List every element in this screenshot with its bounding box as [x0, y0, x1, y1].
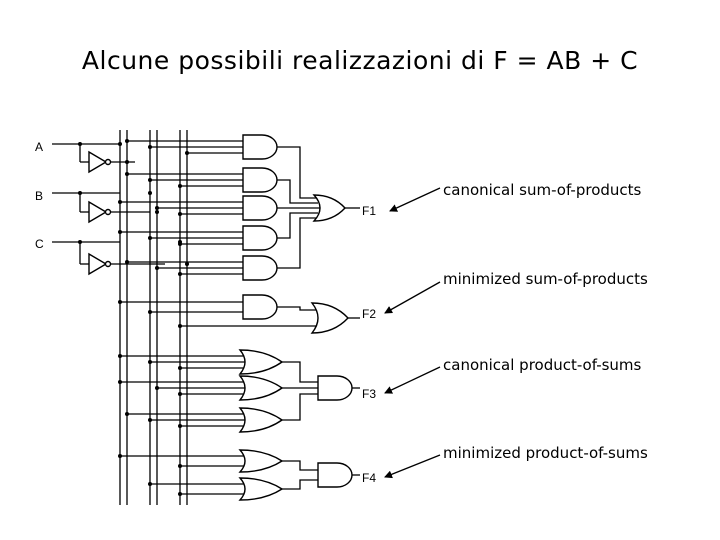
and-gate — [242, 167, 278, 193]
junction-dots — [78, 139, 189, 496]
annotation-canonical-pos: canonical product-of-sums — [443, 356, 642, 374]
and-gate — [242, 294, 278, 320]
minimized-sop-gates — [242, 294, 349, 334]
arrow-minimized-pos — [384, 454, 441, 479]
or-gate — [238, 407, 284, 433]
output-label-f2: F2 — [362, 307, 376, 321]
input-wiring — [52, 143, 165, 265]
inverter-c — [88, 252, 112, 276]
arrow-minimized-sop — [384, 281, 441, 314]
and-gate — [242, 225, 278, 251]
gate-output-wires — [277, 146, 360, 490]
inverter-b — [88, 200, 112, 224]
or-gate — [238, 449, 284, 473]
annotation-canonical-sop: canonical sum-of-products — [443, 181, 642, 199]
input-label-c: C — [35, 237, 44, 251]
arrow-canonical-pos — [384, 366, 441, 394]
arrow-canonical-sop — [389, 187, 441, 212]
canonical-pos-gates — [238, 349, 353, 433]
or-gate-f1 — [312, 194, 346, 222]
annotation-minimized-sop: minimized sum-of-products — [443, 270, 648, 288]
output-label-f3: F3 — [362, 387, 376, 401]
input-label-a: A — [35, 140, 43, 154]
signal-rails — [119, 130, 188, 505]
annotation-minimized-pos: minimized product-of-sums — [443, 444, 648, 462]
output-label-f1: F1 — [362, 204, 376, 218]
output-label-f4: F4 — [362, 471, 376, 485]
or-gate-f2 — [310, 302, 349, 334]
and-gate — [242, 195, 278, 221]
inverter-a — [88, 150, 112, 174]
input-label-b: B — [35, 189, 43, 203]
and-gate — [242, 255, 278, 281]
or-gate — [238, 375, 284, 401]
minimized-pos-gates — [238, 449, 353, 501]
gate-input-wires — [120, 140, 316, 495]
or-gate — [238, 477, 284, 501]
canonical-sop-gates — [242, 134, 346, 281]
and-gate — [242, 134, 278, 160]
and-gate-f4 — [317, 462, 353, 488]
or-gate — [238, 349, 284, 375]
and-gate-f3 — [317, 375, 353, 401]
slide-title: Alcune possibili realizzazioni di F = AB… — [81, 46, 639, 75]
